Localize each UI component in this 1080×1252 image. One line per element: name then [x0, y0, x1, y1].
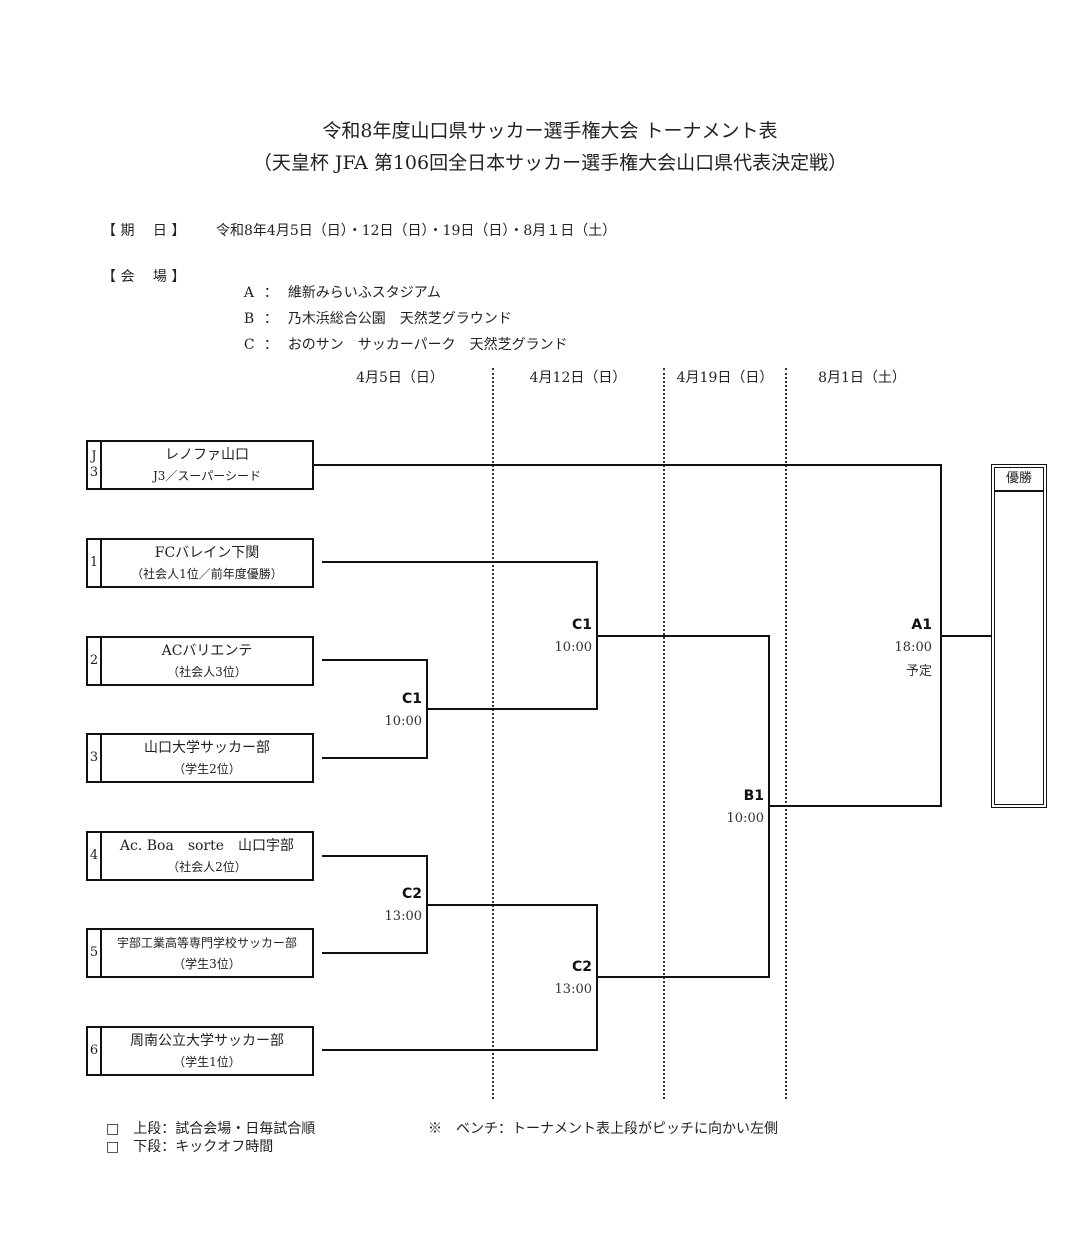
venue-item-b: B ： 乃木浜総合公園 天然芝グラウンド	[226, 292, 568, 327]
team-entry-6: 6 周南公立大学サッカー部 （学生1位）	[86, 1026, 314, 1076]
schedule-label: 【 期 日 】	[102, 223, 186, 239]
note-lower: □ 下段：キックオフ時間	[106, 1139, 274, 1155]
match-note: 予定	[905, 664, 932, 679]
document-title: 令和8年度山口県サッカー選手権大会 トーナメント表	[322, 120, 778, 142]
team-name: ACバリエンテ	[161, 643, 253, 659]
match-code: C1	[401, 691, 422, 707]
bracket-line	[322, 1049, 598, 1051]
match-code: A1	[911, 617, 932, 633]
round-divider	[492, 368, 494, 1099]
round-date-4: 8月1日（土）	[818, 370, 906, 386]
venue-code: A	[243, 285, 254, 301]
match-code: B1	[743, 788, 764, 804]
round-date-2: 4月12日（日）	[529, 370, 627, 386]
team-entry-2: 2 ACバリエンテ （社会人3位）	[86, 636, 314, 686]
team-qualifier: （学生3位）	[173, 957, 241, 971]
venue-item-c: C ： おのサン サッカーパーク 天然芝グランド	[226, 318, 568, 353]
match-time: 10:00	[384, 714, 422, 729]
note-bench: ※ ベンチ：トーナメント表上段がピッチに向かい左側	[428, 1121, 778, 1137]
bracket-line	[314, 464, 942, 466]
seed-label: 2	[88, 638, 102, 684]
team-entry-5: 5 宇部工業高等専門学校サッカー部 （学生3位）	[86, 928, 314, 978]
match-code: C2	[401, 886, 422, 902]
winner-box: 優勝	[991, 464, 1047, 808]
venue-item-a: A ： 維新みらいふスタジアム	[226, 266, 568, 301]
match-r2-c1: C1 10:00	[532, 614, 592, 660]
venue-list: A ： 維新みらいふスタジアム B ： 乃木浜総合公園 天然芝グラウンド C ： おのサン …	[226, 266, 568, 353]
bracket-line	[596, 976, 770, 978]
match-r2-c2: C2 13:00	[532, 956, 592, 1002]
match-time: 10:00	[726, 811, 764, 826]
team-name: 周南公立大学サッカー部	[130, 1033, 284, 1049]
winner-label: 優勝	[995, 468, 1043, 492]
match-time: 10:00	[554, 640, 592, 655]
team-entry-1: 1 FCバレイン下関 （社会人1位／前年度優勝）	[86, 538, 314, 588]
match-code: C2	[571, 959, 592, 975]
round-date-1: 4月5日（日）	[356, 370, 444, 386]
bracket-line	[940, 635, 992, 637]
team-qualifier: （社会人1位／前年度優勝）	[131, 567, 283, 581]
venue-code: C	[243, 337, 255, 353]
team-qualifier: （社会人3位）	[167, 665, 247, 679]
schedule-dates: 令和8年4月5日（日）・12日（日）・19日（日）・8月１日（土）	[216, 223, 617, 239]
match-time: 13:00	[384, 909, 422, 924]
seed-bottom: 3	[89, 465, 99, 480]
bracket-line	[596, 635, 770, 637]
bracket-line	[322, 952, 428, 954]
venue-sep: ：	[263, 285, 278, 301]
seed-top: J	[91, 449, 97, 464]
document-subtitle: （天皇杯 JFA 第106回全日本サッカー選手権大会山口県代表決定戦）	[252, 152, 848, 174]
note-upper: □ 上段：試合会場・日毎試合順	[106, 1121, 316, 1137]
team-qualifier: （学生2位）	[173, 762, 241, 776]
team-name: 山口大学サッカー部	[144, 740, 270, 756]
team-qualifier: （学生1位）	[173, 1055, 241, 1069]
match-final-a1: A1 18:00 予定	[872, 614, 932, 684]
team-name: 宇部工業高等専門学校サッカー部	[116, 936, 297, 950]
seed-label: 4	[88, 833, 102, 879]
match-sf-b1: B1 10:00	[704, 785, 764, 831]
round-divider	[785, 368, 787, 1099]
venue-label: 【 会 場 】	[102, 269, 186, 285]
bracket-line	[322, 757, 428, 759]
round-divider	[663, 368, 665, 1099]
match-code: C1	[571, 617, 592, 633]
bracket-line	[322, 561, 598, 563]
match-time: 13:00	[554, 982, 592, 997]
seed-label: 5	[88, 930, 102, 976]
venue-name: おのサン サッカーパーク 天然芝グランド	[287, 337, 568, 353]
venue-sep: ：	[263, 311, 278, 327]
team-entry-3: 3 山口大学サッカー部 （学生2位）	[86, 733, 314, 783]
match-time: 18:00	[894, 640, 932, 655]
round-date-3: 4月19日（日）	[676, 370, 774, 386]
bracket-line	[322, 659, 428, 661]
bracket-line	[322, 855, 428, 857]
seed-label: 1	[88, 540, 102, 586]
seed-label: 3	[88, 735, 102, 781]
venue-sep: ：	[263, 337, 278, 353]
bracket-line	[426, 904, 598, 906]
venue-name: 乃木浜総合公園 天然芝グラウンド	[287, 311, 512, 327]
venue-code: B	[243, 311, 255, 327]
bracket-line	[426, 708, 598, 710]
venue-name: 維新みらいふスタジアム	[287, 285, 441, 301]
team-entry-4: 4 Ac. Boa sorte 山口宇部 （社会人2位）	[86, 831, 314, 881]
team-name: レノファ山口	[165, 447, 249, 463]
match-r1-c2: C2 13:00	[362, 883, 422, 929]
team-qualifier: （社会人2位）	[167, 860, 247, 874]
team-name: Ac. Boa sorte 山口宇部	[119, 838, 295, 854]
team-name: FCバレイン下関	[154, 545, 260, 561]
seed-label: 6	[88, 1028, 102, 1074]
bracket-line	[768, 805, 942, 807]
team-qualifier: J3／スーパーシード	[152, 469, 262, 483]
match-r1-c1: C1 10:00	[362, 688, 422, 734]
